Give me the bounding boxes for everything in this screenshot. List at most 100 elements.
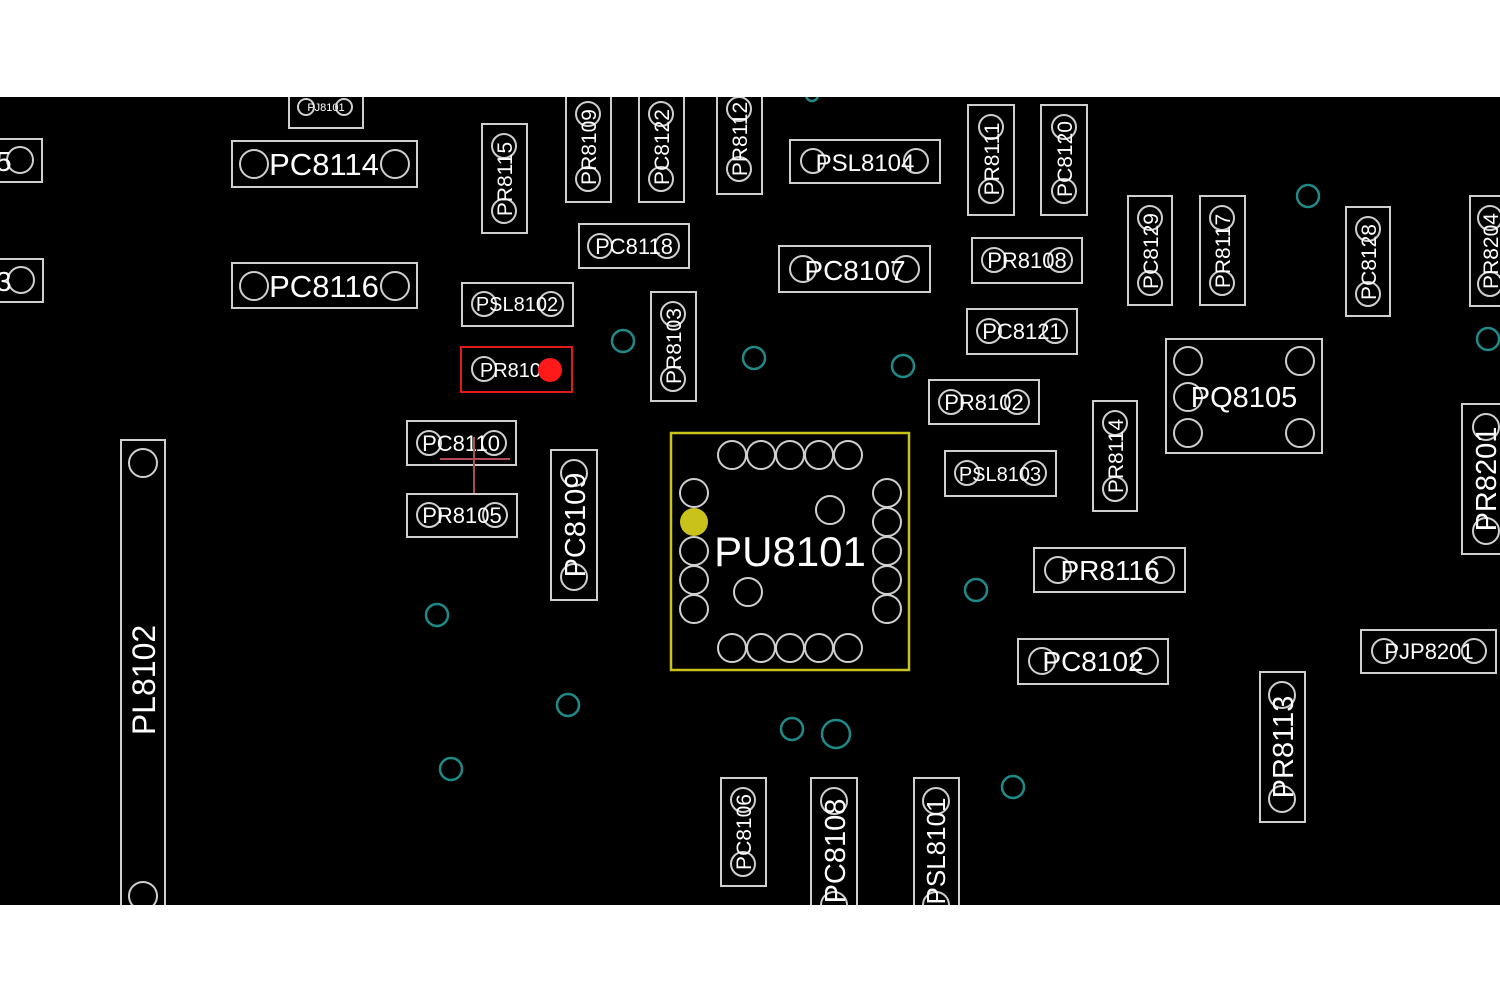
component-PR8112[interactable]: PR8112 (716, 97, 763, 195)
component-label: PJP8201 (1384, 639, 1473, 664)
component-label: PSL8103 (959, 464, 1041, 486)
component-PC8110[interactable]: PC8110 (406, 420, 517, 495)
component-label: PSL8101 (921, 798, 951, 905)
component-label: PL8102 (126, 625, 162, 735)
component-label: PJ8101 (307, 102, 344, 114)
component-label: PR8109 (578, 109, 601, 185)
via[interactable] (1000, 774, 1026, 800)
component-PSL8104[interactable]: PSL8104 (789, 139, 941, 184)
component-PR8115[interactable]: PR8115 (481, 123, 528, 234)
vias (424, 97, 1500, 800)
via[interactable] (424, 602, 450, 628)
via[interactable] (438, 756, 464, 782)
component-label: PC8108 (820, 799, 852, 904)
component-label: PC8120 (1054, 121, 1077, 197)
component-label: PR8104 (480, 360, 552, 382)
component-PR8116[interactable]: PR8116 (1033, 547, 1186, 593)
component-PC8107[interactable]: PC8107 (778, 245, 931, 293)
ic-pads-left (679, 478, 709, 624)
component-PR8201[interactable]: PR8201 (1461, 403, 1500, 555)
component-PC8106[interactable]: PC8106 (720, 777, 767, 887)
component-PJP8201[interactable]: PJP8201 (1360, 629, 1497, 674)
component-label: PR8204 (1480, 213, 1500, 289)
component-PR8114[interactable]: PR8114 (1092, 400, 1138, 512)
component-PJ8101[interactable]: PJ8101 (288, 97, 364, 129)
component-label: PSL8102 (476, 294, 558, 316)
via[interactable] (610, 328, 636, 354)
component-edge-left-1[interactable]: 5 (0, 138, 43, 183)
component-PC8116[interactable]: PC8116 (231, 262, 418, 309)
via[interactable] (779, 716, 805, 742)
selection-marker (538, 358, 562, 382)
via[interactable] (1295, 183, 1321, 209)
component-label: PR8113 (1268, 696, 1300, 799)
component-label: 3 (0, 266, 12, 297)
component-PQ8105[interactable]: PQ8105 (1165, 338, 1323, 454)
via[interactable] (805, 97, 819, 103)
component-PC8121[interactable]: PC8121 (966, 308, 1078, 355)
component-PC8102[interactable]: PC8102 (1017, 638, 1169, 685)
component-label: PC8106 (733, 794, 756, 870)
component-label: PR8115 (494, 142, 517, 216)
component-PR8103[interactable]: PR8103 (650, 291, 697, 402)
component-PC8118[interactable]: PC8118 (578, 223, 690, 269)
component-edge-left-2[interactable]: 3 (0, 258, 44, 303)
component-PC8120[interactable]: PC8120 (1040, 104, 1088, 216)
component-PC8128[interactable]: PC8128 (1345, 206, 1391, 317)
via[interactable] (963, 577, 989, 603)
component-label: PR8108 (987, 248, 1067, 273)
via[interactable] (1475, 326, 1500, 352)
component-label: PR8103 (663, 308, 686, 384)
component-label: PR8201 (1471, 427, 1500, 532)
component-PC8129[interactable]: PC8129 (1127, 195, 1173, 306)
via[interactable] (741, 345, 767, 371)
via[interactable] (555, 692, 581, 718)
component-PC8122[interactable]: PC8122 (638, 97, 685, 203)
component-label: PSL8104 (816, 150, 915, 177)
component-label: PC8116 (269, 269, 379, 304)
component-label: PR8111 (981, 123, 1004, 196)
component-PR8111[interactable]: PR8111 (967, 104, 1015, 216)
component-label: PC8109 (560, 473, 592, 578)
component-label: PR8112 (729, 102, 752, 176)
via[interactable] (890, 353, 916, 379)
component-label: PC8110 (422, 431, 500, 456)
component-PC8109[interactable]: PC8109 (550, 449, 598, 601)
component-PSL8101[interactable]: PSL8101 (913, 777, 960, 905)
component-PSL8103[interactable]: PSL8103 (944, 450, 1057, 497)
component-label: PC8122 (651, 109, 674, 185)
pcb-layout-canvas: 5 3 PJ8101 PC8114 PC8116 PR8115 PR8 (0, 97, 1500, 905)
component-label: PR8105 (422, 503, 502, 528)
component-PR8109[interactable]: PR8109 (565, 97, 612, 203)
component-PR8105[interactable]: PR8105 (406, 493, 518, 538)
component-label: PQ8105 (1191, 382, 1297, 414)
ic-pads-bottom (717, 633, 863, 663)
component-label: PR8116 (1060, 555, 1159, 586)
component-PSL8102[interactable]: PSL8102 (461, 282, 574, 327)
component-label: PC8102 (1042, 646, 1143, 677)
component-PU8101[interactable]: PU8101 (669, 431, 911, 672)
component-label: PR8117 (1212, 214, 1235, 288)
component-PR8102[interactable]: PR8102 (928, 379, 1040, 425)
component-PL8102[interactable]: PL8102 (120, 439, 166, 905)
component-PR8204[interactable]: PR8204 (1469, 195, 1500, 307)
component-PR8104-selected[interactable]: PR8104 (460, 346, 573, 393)
component-label: PC8128 (1358, 224, 1381, 300)
component-PR8113[interactable]: PR8113 (1259, 671, 1306, 823)
component-label: PU8101 (714, 528, 866, 575)
component-PR8117[interactable]: PR8117 (1199, 195, 1246, 306)
pcb-board-view[interactable]: 5 3 PJ8101 PC8114 PC8116 PR8115 PR8 (0, 97, 1500, 905)
ic-pads-right (872, 478, 902, 624)
component-label: PR8114 (1105, 419, 1128, 494)
via[interactable] (820, 718, 852, 750)
component-label: PC8114 (269, 147, 379, 182)
component-label: PC8121 (982, 319, 1062, 344)
component-label: 5 (0, 146, 12, 177)
ic-pads-top (717, 440, 863, 470)
component-PC8108[interactable]: PC8108 (810, 777, 858, 905)
component-label: PC8118 (595, 234, 673, 259)
component-PC8114[interactable]: PC8114 (231, 140, 418, 188)
component-PR8108[interactable]: PR8108 (971, 237, 1083, 284)
component-label: PC8107 (804, 255, 905, 286)
component-label: PC8129 (1140, 213, 1163, 289)
